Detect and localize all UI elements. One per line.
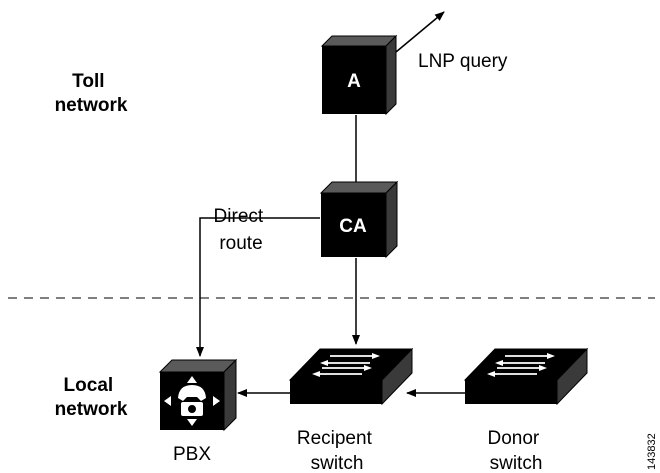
donor-switch-front bbox=[465, 380, 557, 404]
pbx-label: PBX bbox=[173, 444, 211, 465]
node-a-front bbox=[322, 46, 386, 114]
recipient-switch: Recipent switch bbox=[288, 347, 414, 473]
donor-switch-label-line1: Donor bbox=[487, 428, 539, 449]
recipient-switch-arrows-icon bbox=[312, 353, 380, 377]
toll-network-label: Toll network bbox=[55, 71, 128, 116]
lnp-query-arrow bbox=[395, 11, 445, 53]
pbx-side bbox=[223, 358, 237, 432]
node-ca-front bbox=[321, 193, 386, 257]
recipient-switch-side bbox=[381, 347, 413, 406]
recipient-switch-label-line1: Recipent bbox=[297, 428, 373, 449]
recipient-switch-front bbox=[290, 380, 382, 404]
direct-route-label-line1: Direct bbox=[214, 206, 264, 227]
lnp-query-label: LNP query bbox=[418, 51, 508, 72]
node-ca-top bbox=[319, 181, 399, 194]
node-ca-label: CA bbox=[339, 216, 367, 237]
direct-route-label: Direct route bbox=[214, 206, 269, 254]
direct-route-arrow bbox=[196, 217, 320, 357]
recipient-switch-label-line2: switch bbox=[311, 453, 364, 473]
donor-switch: Donor switch bbox=[463, 347, 589, 473]
node-a-top bbox=[320, 35, 398, 47]
recipient-switch-label: Recipent switch bbox=[297, 428, 377, 473]
local-network-label: Local network bbox=[55, 375, 128, 420]
node-a-label: A bbox=[347, 71, 361, 92]
toll-network-label-line2: network bbox=[55, 95, 128, 116]
pbx-node: PBX bbox=[158, 358, 238, 465]
local-network-label-line1: Local bbox=[64, 375, 114, 396]
phone-icon bbox=[164, 376, 220, 426]
node-a: A bbox=[320, 34, 398, 116]
donor-switch-label-line2: switch bbox=[490, 453, 543, 473]
local-network-label-line2: network bbox=[55, 399, 128, 420]
donor-switch-label: Donor switch bbox=[487, 428, 544, 473]
figure-id: 143832 bbox=[646, 433, 658, 470]
donor-switch-side bbox=[556, 347, 588, 406]
toll-network-label-line1: Toll bbox=[72, 71, 104, 92]
node-ca: CA bbox=[319, 180, 399, 259]
donor-switch-arrows-icon bbox=[487, 353, 555, 377]
direct-route-label-line2: route bbox=[219, 233, 262, 254]
node-a-side bbox=[385, 34, 397, 116]
pbx-top bbox=[158, 359, 238, 373]
node-ca-side bbox=[385, 180, 398, 259]
